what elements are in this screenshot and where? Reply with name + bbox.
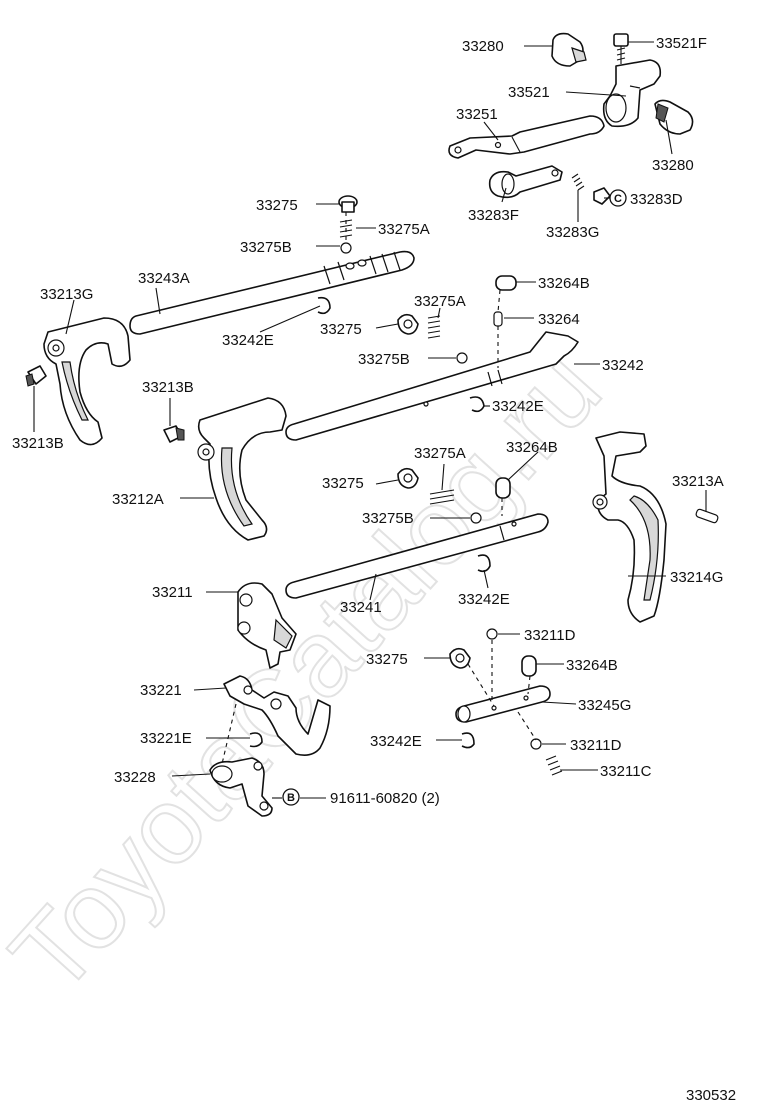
cap-33283F — [488, 165, 563, 199]
ball-33275B-mid — [456, 352, 468, 364]
label-33521F: 33521F — [656, 35, 707, 52]
shaft-33245G — [455, 685, 551, 723]
label-33242: 33242 — [602, 357, 644, 374]
shift-head-33521 — [602, 59, 662, 128]
label-91611-60820: 91611-60820 (2) — [330, 790, 440, 807]
plug-33280-right — [654, 99, 694, 135]
label-33275B-mid: 33275B — [358, 351, 410, 368]
badge-c: C — [614, 193, 622, 205]
label-33275A-low: 33275A — [414, 445, 466, 462]
label-33242E-2: 33242E — [492, 398, 544, 415]
badge-b: B — [287, 792, 295, 804]
label-33275A-top: 33275A — [378, 221, 430, 238]
label-33275-bottom: 33275 — [366, 651, 408, 668]
label-33275-top: 33275 — [256, 197, 298, 214]
pin-33213B-left — [25, 365, 47, 387]
shift-shaft-33241 — [285, 513, 549, 599]
label-33264-mid: 33264 — [538, 311, 580, 328]
label-33213G: 33213G — [40, 286, 93, 303]
clip-33242E-3 — [477, 554, 491, 573]
label-33221E: 33221E — [140, 730, 192, 747]
plug-33275-top — [338, 195, 358, 213]
label-33243A: 33243A — [138, 270, 190, 287]
label-33214G: 33214G — [670, 569, 723, 586]
pin-33264B-2 — [495, 477, 511, 499]
lever-33228 — [209, 757, 273, 817]
assembly-dashed-lines — [221, 212, 537, 765]
plug-33275-low — [397, 467, 419, 489]
spring-33275A-mid — [427, 315, 441, 339]
pin-33213B-mid — [163, 425, 185, 443]
part-number-labels: 33280 33521F 33521 33251 33280 33283F 33… — [12, 35, 724, 807]
badge-b-circle — [282, 788, 300, 806]
label-33213B-mid: 33213B — [142, 379, 194, 396]
label-33241: 33241 — [340, 599, 382, 616]
label-33242E-1: 33242E — [222, 332, 274, 349]
ball-33275B-low — [470, 512, 482, 524]
shift-fork-33212A — [197, 397, 287, 541]
shift-shaft-33243A — [129, 250, 415, 335]
label-33264B-3: 33264B — [566, 657, 618, 674]
label-33212A: 33212A — [112, 491, 164, 508]
spring-33283G — [571, 173, 585, 191]
clip-33221E — [249, 732, 263, 748]
label-33283D: 33283D — [630, 191, 683, 208]
clip-33242E-2 — [469, 396, 485, 413]
label-33280-right: 33280 — [652, 157, 694, 174]
shift-fork-33214G — [592, 431, 667, 623]
pin-33264 — [493, 311, 503, 327]
label-33211C: 33211C — [600, 763, 652, 780]
pin-33264B-1 — [495, 275, 517, 291]
label-33275-low: 33275 — [322, 475, 364, 492]
label-33275A-mid: 33275A — [414, 293, 466, 310]
label-33275-mid: 33275 — [320, 321, 362, 338]
plug-33275-bottom — [449, 647, 471, 669]
ball-33275B-top — [340, 242, 352, 254]
label-33245G: 33245G — [578, 697, 631, 714]
label-33213B-left: 33213B — [12, 435, 64, 452]
label-33264B-2: 33264B — [506, 439, 558, 456]
label-33211: 33211 — [152, 584, 193, 601]
shift-fork-33213G — [43, 317, 131, 446]
pin-33213A — [695, 508, 719, 524]
shift-lever-shaft-33251 — [448, 115, 605, 159]
diagram-id: 330532 — [686, 1087, 736, 1104]
leader-lines — [33, 41, 707, 799]
label-33211D-1: 33211D — [524, 627, 576, 644]
label-33280-top: 33280 — [462, 38, 504, 55]
shift-shaft-33242 — [285, 331, 579, 441]
ball-33211D-1 — [486, 628, 498, 640]
label-33221: 33221 — [140, 682, 182, 699]
plug-33275-mid — [397, 313, 419, 335]
label-33251: 33251 — [456, 106, 498, 123]
screw-33283D: C — [593, 187, 627, 207]
label-33283F: 33283F — [468, 207, 519, 224]
clip-33242E-4 — [461, 732, 475, 749]
label-33228: 33228 — [114, 769, 156, 786]
fork-33221 — [223, 675, 331, 756]
label-33242E-3: 33242E — [458, 591, 510, 608]
label-33213A: 33213A — [672, 473, 724, 490]
label-33264B-1: 33264B — [538, 275, 590, 292]
label-33211D-2: 33211D — [570, 737, 622, 754]
lever-33211 — [237, 582, 297, 669]
label-33275B-top: 33275B — [240, 239, 292, 256]
ball-33211D-2 — [530, 738, 542, 750]
plug-33280-top — [551, 32, 587, 67]
label-33521: 33521 — [508, 84, 550, 101]
label-33242E-4: 33242E — [370, 733, 422, 750]
label-33283G: 33283G — [546, 224, 599, 241]
spring-33275A-low — [429, 489, 455, 505]
spring-33211C — [545, 755, 563, 776]
label-33275B-low: 33275B — [362, 510, 414, 527]
pin-33264B-3 — [521, 655, 537, 677]
clip-33242E-1 — [317, 296, 331, 315]
bolt-33521F — [613, 33, 629, 64]
